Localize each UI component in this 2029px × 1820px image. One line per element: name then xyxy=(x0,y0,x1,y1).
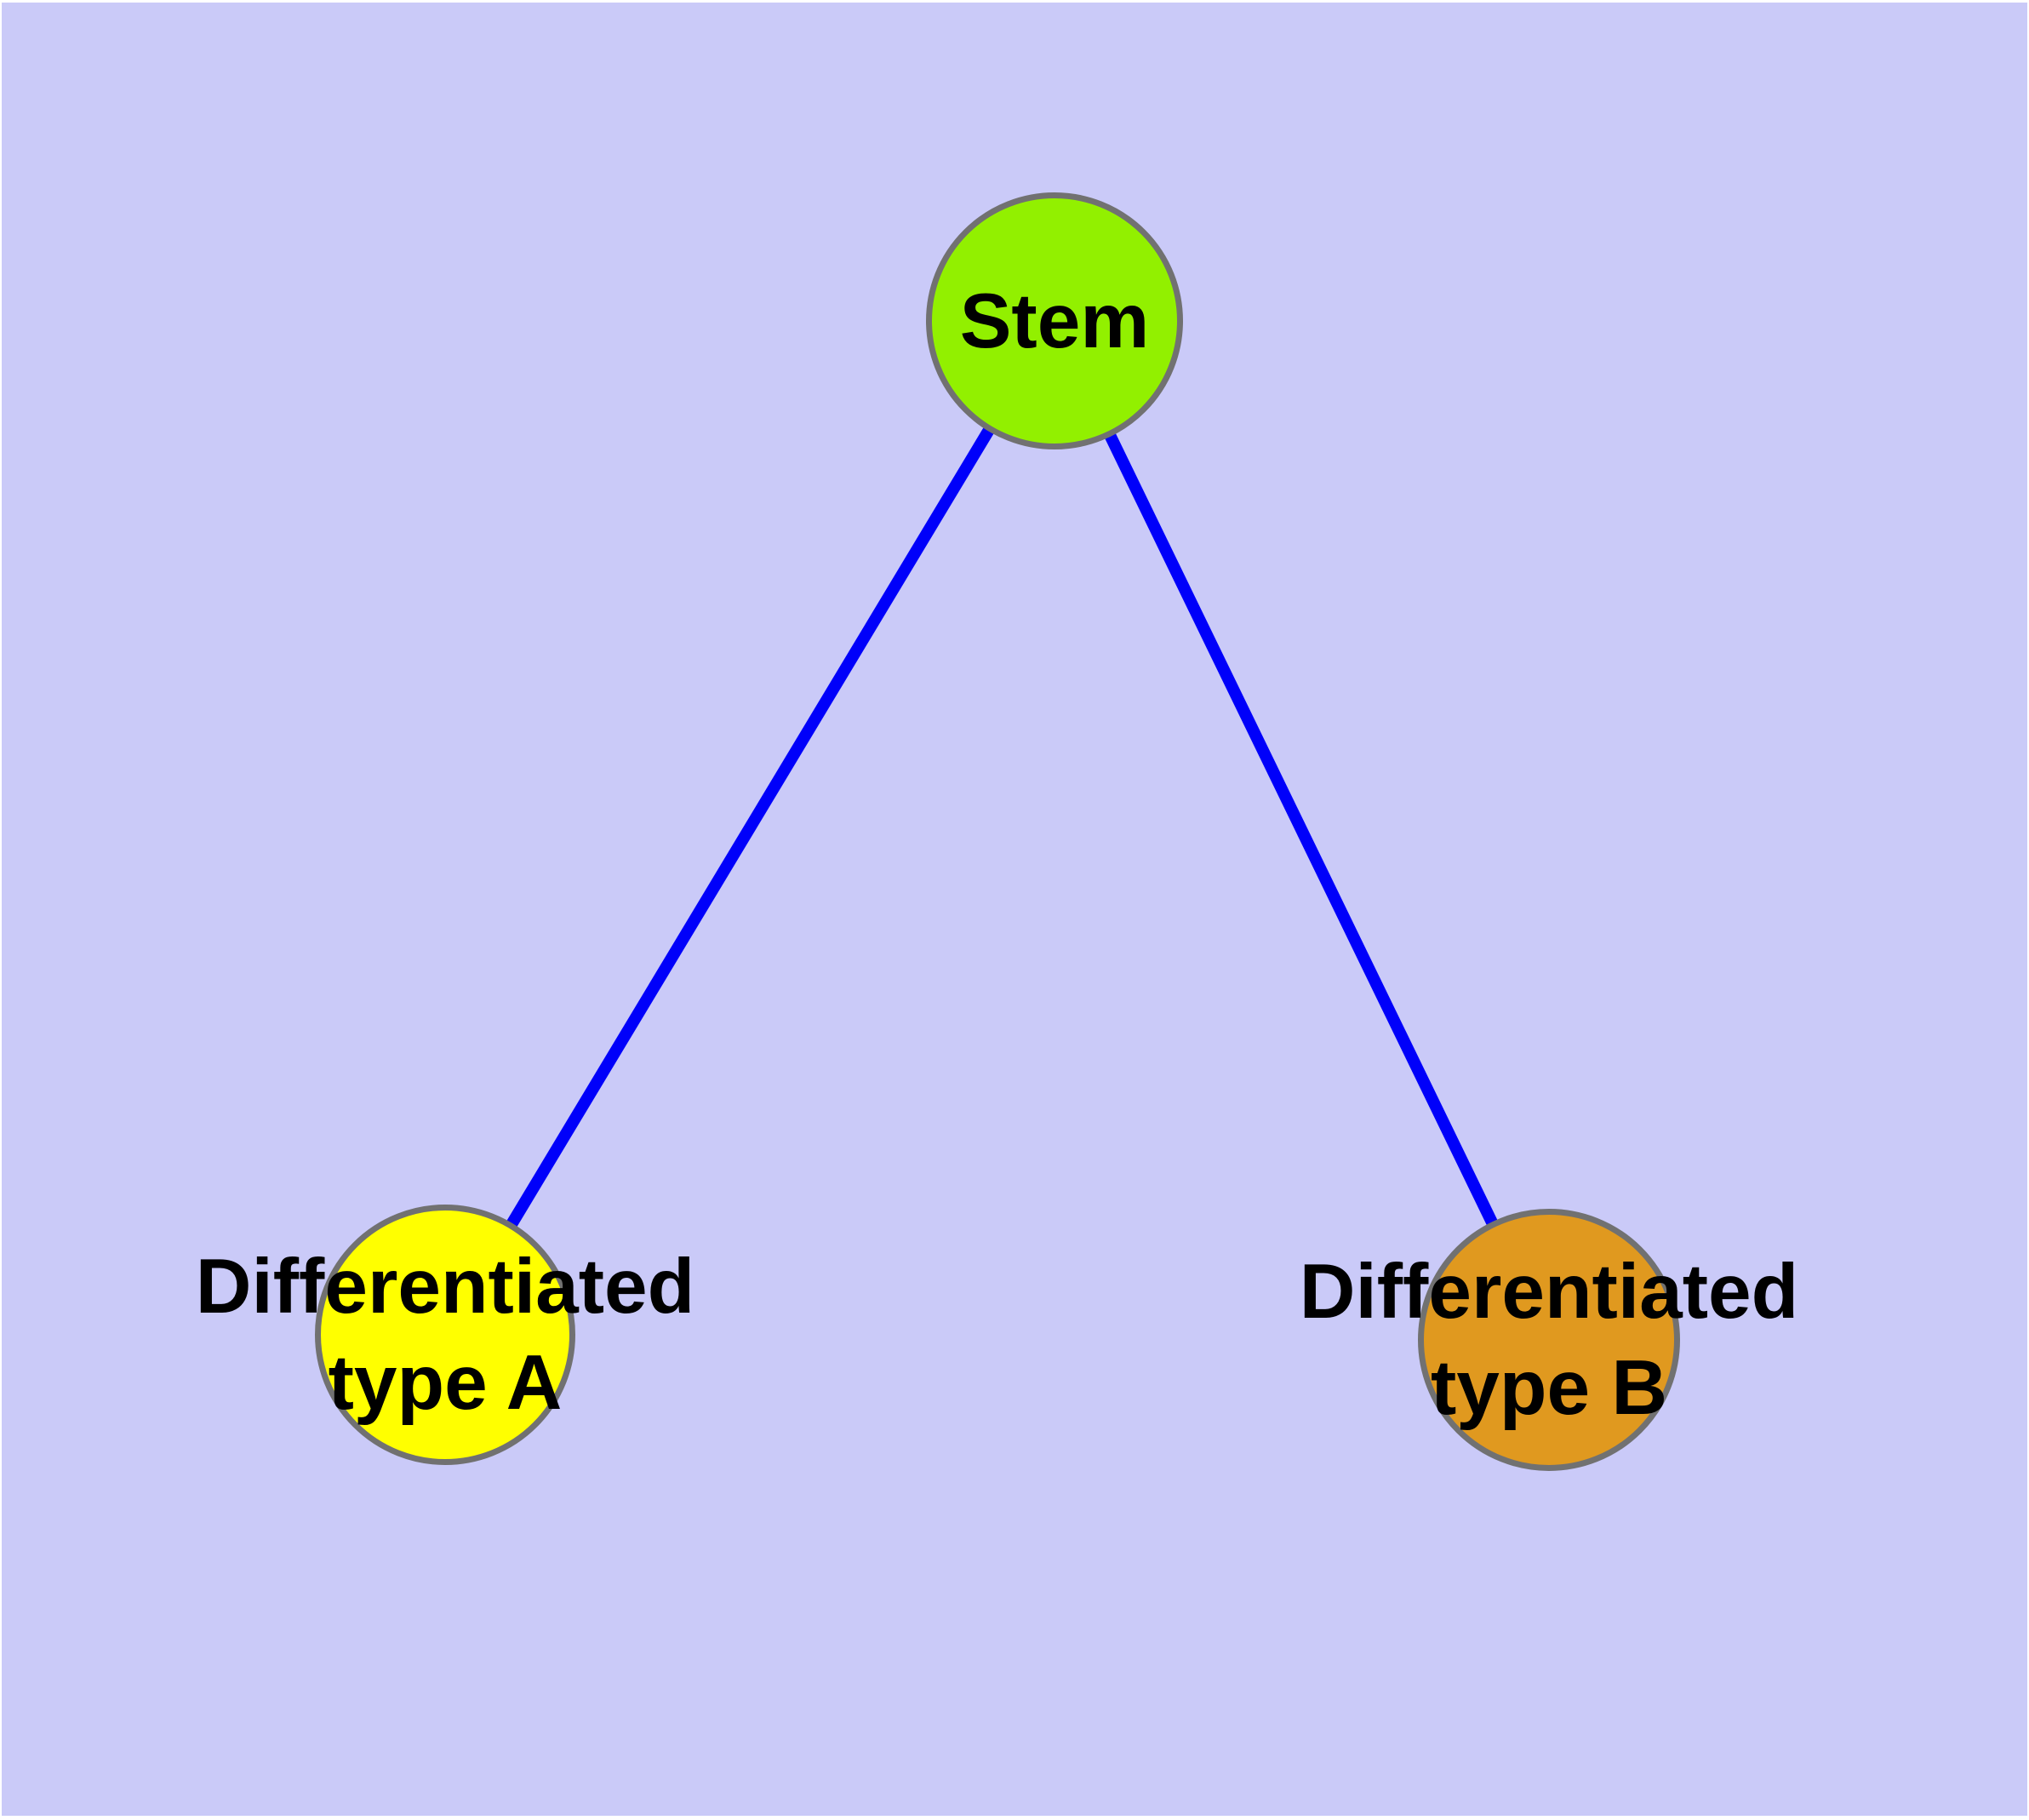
edge-stem-differentiated-type-b xyxy=(1049,318,1555,1343)
node-stem-label: Stem xyxy=(959,278,1150,364)
node-differentiated-type-b-label-line-1: Differentiated xyxy=(1299,1249,1799,1335)
edge-layer xyxy=(440,318,1555,1343)
edge-stem-differentiated-type-a xyxy=(440,318,1060,1338)
node-stem[interactable]: Stem xyxy=(926,192,1183,449)
node-differentiated-type-a[interactable]: Differentiated type A xyxy=(196,1205,694,1465)
node-differentiated-type-a-label-line-1: Differentiated xyxy=(195,1244,695,1330)
graph-canvas: Stem Differentiated type A Differentiate… xyxy=(2,3,2027,1816)
node-differentiated-type-a-label-line-2: type A xyxy=(328,1340,563,1426)
node-differentiated-type-b-label-line-2: type B xyxy=(1430,1345,1668,1431)
node-differentiated-type-b[interactable]: Differentiated type B xyxy=(1300,1209,1798,1471)
